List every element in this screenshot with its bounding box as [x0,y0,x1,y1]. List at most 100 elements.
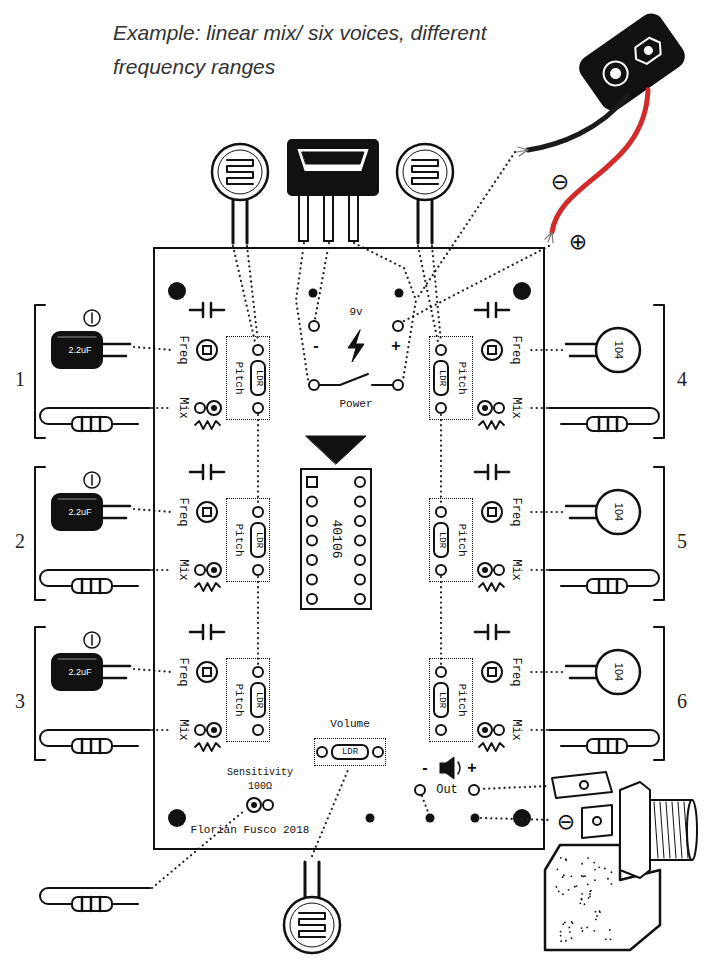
battery-snap [575,10,688,114]
resistor-symbol [479,583,504,591]
ldr-footprint: LDRPitch [226,498,270,582]
jack-stipple [596,915,598,917]
ceramic-capacitor [596,328,640,372]
jack-stipple [581,893,583,895]
mix-pad [478,563,492,577]
jack-stipple [595,919,597,921]
jack-stipple [584,903,586,905]
freq-pad [197,340,217,360]
callout-number: 3 [15,691,25,711]
jack-stipple [558,891,560,893]
leader-line [134,669,172,672]
leader-line [422,796,428,812]
resistor-band [99,579,102,593]
leader-line [354,243,416,380]
snap-stud [599,57,632,90]
callout-number: 2 [15,531,25,551]
pad-label: Mix [177,559,189,581]
resistor-band [90,739,93,753]
freq-pad-square [488,508,496,516]
leader-line [257,577,259,665]
resistor-band [99,739,102,753]
snap-socket [643,45,654,56]
leader-line [134,347,172,350]
resistor-band [616,579,619,593]
jack-stipple [609,929,611,931]
jack-thread-line [660,802,664,858]
via-dot [426,814,435,823]
capacitor-symbol [475,465,509,479]
leader-line [152,729,172,731]
capacitor-highlight [58,658,96,660]
jack-stipple [582,930,584,932]
ldr-symbol [251,361,265,395]
jack-nut [620,782,650,878]
ldr-footprint: LDRPitch [429,658,473,742]
snap-body [575,10,688,114]
pad-label: Mix [510,559,522,581]
mix-pad-centre [211,567,217,573]
chip-pin [307,555,317,565]
speaker-wave [458,762,460,774]
ldr-symbol-label: LDR [437,532,446,548]
electrolytic-capacitor [52,332,102,368]
out-pad [415,785,425,795]
jack-stipple [607,878,609,880]
capacitor-symbol [190,625,224,639]
jack-stipple [563,874,565,876]
polarity-mark: ⊖ [551,171,569,193]
resistor-band [90,417,93,431]
rocker [302,152,364,164]
jack-stipple [593,930,595,932]
capacitor-leg [102,344,130,356]
jack-stipple [581,927,583,929]
polarity-mark: ⊕ [569,231,587,253]
rocker [296,148,370,172]
jack-stipple [565,858,567,860]
jack-thread-line [666,802,670,858]
rocker-switch [288,140,378,195]
polarity-mark [84,472,100,488]
chip-pin-square [307,477,317,487]
resistor-body [72,739,112,753]
jack-stipple [574,886,576,888]
ldr-pad [436,403,446,413]
mix-pad-centre [211,405,217,411]
ldr-pad [436,507,446,517]
polarity-mark [91,313,93,323]
capacitor-marking: 104 [613,341,624,359]
jack-stipple [589,893,591,895]
switch-leg [299,195,308,241]
mix-pad [494,725,504,735]
leader-line [527,407,547,409]
switch-pad [309,380,319,390]
jack-stipple [560,931,562,933]
jack-stipple [581,898,583,900]
jack-stipple [565,940,567,942]
sensitivity-pad-centre [251,802,257,808]
resistor-symbol [479,421,504,429]
jack-stipple [581,863,583,865]
jack-thread [650,800,692,860]
jack-stipple [588,897,590,899]
battery-pad [309,321,319,331]
mounting-hole [168,282,186,300]
resistor-body [587,579,627,593]
leader-line [440,577,442,665]
resistor-symbol [479,743,504,751]
polarity-sign: - [422,760,427,776]
ldr-pad [253,403,263,413]
mounting-hole [168,809,186,827]
jack-stipple [569,931,571,933]
chip-pin [355,536,365,546]
callout-number: 4 [677,369,687,389]
pad-label: Freq [177,658,189,687]
resistor-band [616,739,619,753]
jack-stipple [571,937,573,939]
capacitor-marking: 2.2uF [68,668,91,677]
chip-pin [355,555,365,565]
chip-pin [307,516,317,526]
resistor-lead [112,745,138,747]
group-bracket [654,627,664,760]
jack-thread-line [672,802,676,858]
